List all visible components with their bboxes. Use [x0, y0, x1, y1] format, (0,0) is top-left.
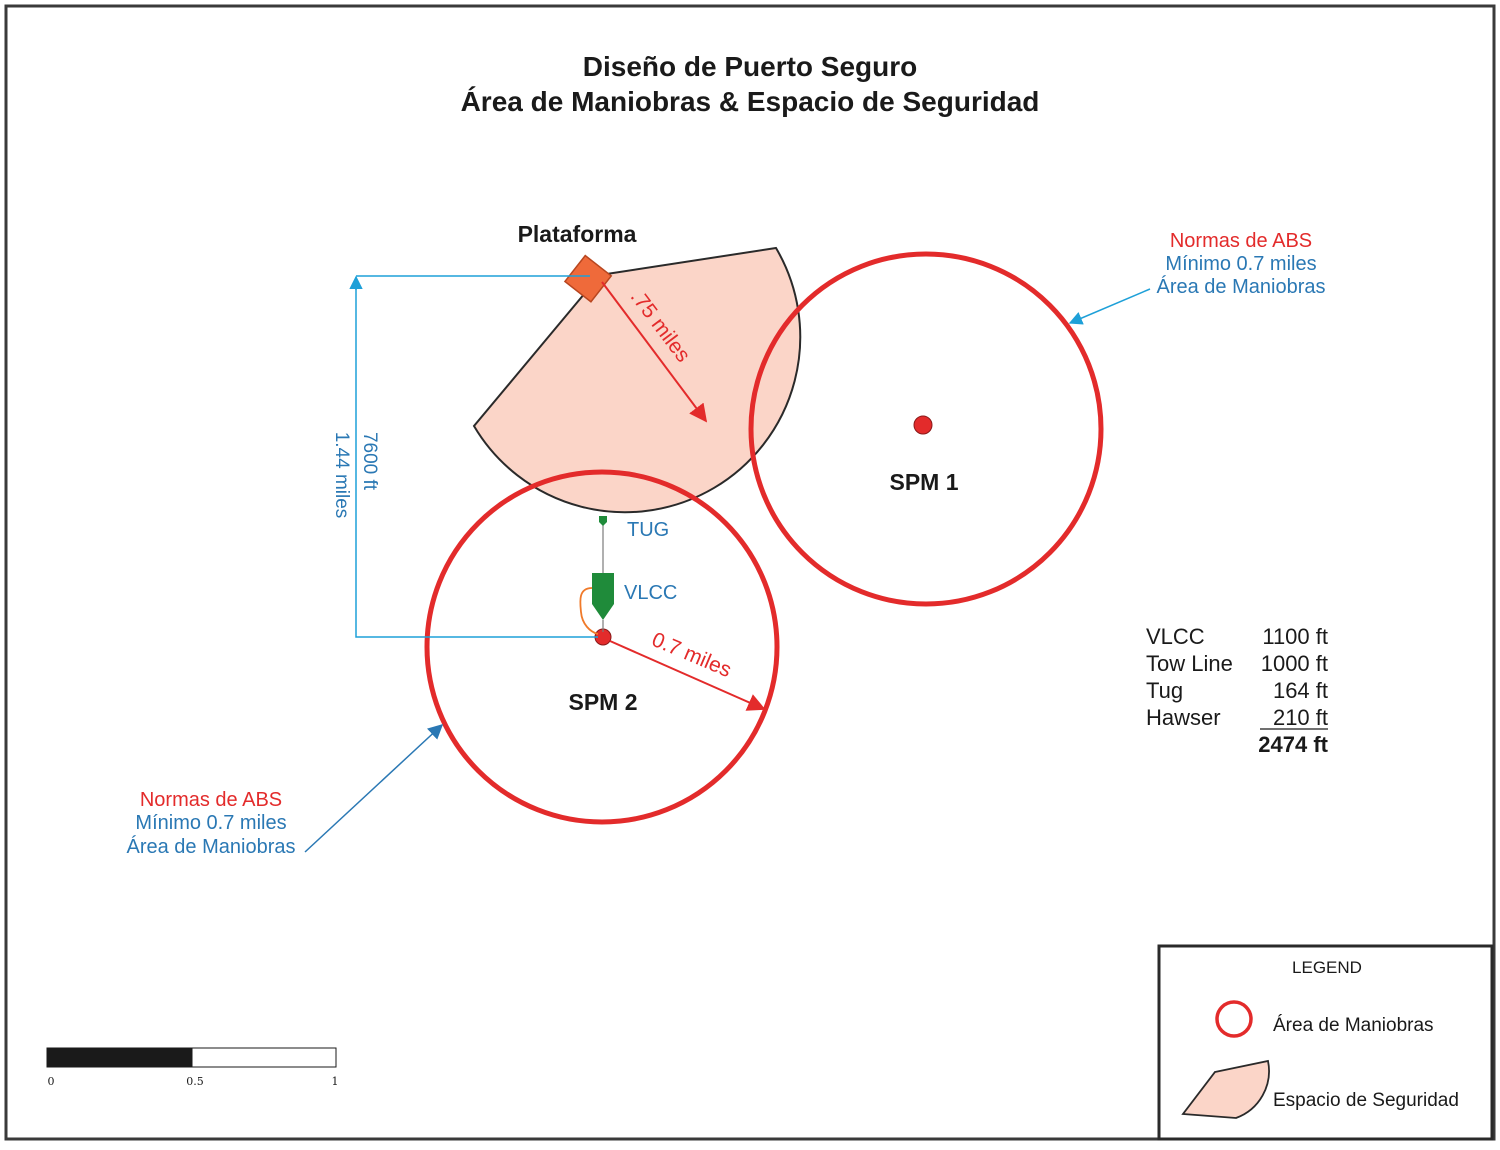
spm2-maneuver-circle	[424, 469, 780, 825]
length-table: VLCC 1100 ft Tow Line 1000 ft Tug 164 ft…	[1146, 624, 1329, 757]
table-row-value: 1100 ft	[1262, 624, 1328, 649]
note-right-line-2: Mínimo 0.7 miles	[1165, 253, 1316, 275]
vlcc-icon	[592, 573, 614, 620]
note-right-arrow	[1068, 288, 1151, 325]
table-row-value: 1000 ft	[1261, 651, 1328, 676]
tug-icon	[599, 516, 607, 526]
table-total: 2474 ft	[1258, 732, 1328, 757]
tug-label: TUG	[627, 519, 669, 541]
legend-maneuver-swatch	[1215, 1000, 1253, 1038]
legend-maneuver-label: Área de Maniobras	[1273, 1015, 1434, 1036]
distance-ft-label: 7600 ft	[359, 432, 380, 491]
spm1-maneuver-circle	[748, 251, 1104, 607]
platform-label: Plataforma	[518, 221, 637, 247]
spm2-radius-arrow	[609, 640, 766, 711]
scale-tick-0: 0	[48, 1075, 55, 1088]
spm2-label: SPM 2	[568, 689, 637, 715]
platform-icon	[563, 254, 613, 303]
hose-line	[579, 587, 599, 635]
distance-dimension-line	[355, 278, 598, 638]
platform-safety-sector	[472, 246, 802, 514]
vlcc-label: VLCC	[624, 582, 677, 604]
table-row-value: 164 ft	[1273, 678, 1328, 703]
title-line-2: Área de Maniobras & Espacio de Seguridad	[461, 86, 1040, 117]
table-row-value: 210 ft	[1273, 705, 1328, 730]
note-right-line-3: Área de Maniobras	[1157, 275, 1326, 298]
table-row-name: VLCC	[1146, 624, 1205, 649]
legend-safety-swatch	[1181, 1059, 1270, 1119]
spm1-label: SPM 1	[889, 469, 958, 495]
scale-tick-0-5: 0.5	[186, 1075, 204, 1088]
note-left-arrow	[304, 723, 444, 853]
distance-miles-label: 1.44 miles	[331, 432, 352, 519]
scale-bar: 0 0.5 1	[46, 1047, 339, 1088]
legend-safety-label: Espacio de Seguridad	[1273, 1090, 1459, 1111]
table-row-name: Tow Line	[1146, 651, 1233, 676]
scale-bar-light	[191, 1047, 337, 1068]
platform-radius-arrow	[601, 281, 708, 423]
note-right-line-1: Normas de ABS	[1170, 230, 1312, 252]
title-line-1: Diseño de Puerto Seguro	[583, 51, 918, 82]
scale-bar-dark	[46, 1047, 193, 1068]
table-row-name: Tug	[1146, 678, 1183, 703]
legend-title: LEGEND	[1292, 958, 1362, 977]
note-left-line-1: Normas de ABS	[140, 789, 282, 811]
note-left-line-2: Mínimo 0.7 miles	[135, 812, 286, 834]
spm1-buoy	[913, 415, 933, 435]
note-left-line-3: Área de Maniobras	[127, 835, 296, 858]
table-row-name: Hawser	[1146, 705, 1221, 730]
legend: LEGEND Área de Maniobras Espacio de Segu…	[1157, 944, 1494, 1141]
scale-tick-1: 1	[332, 1075, 339, 1088]
